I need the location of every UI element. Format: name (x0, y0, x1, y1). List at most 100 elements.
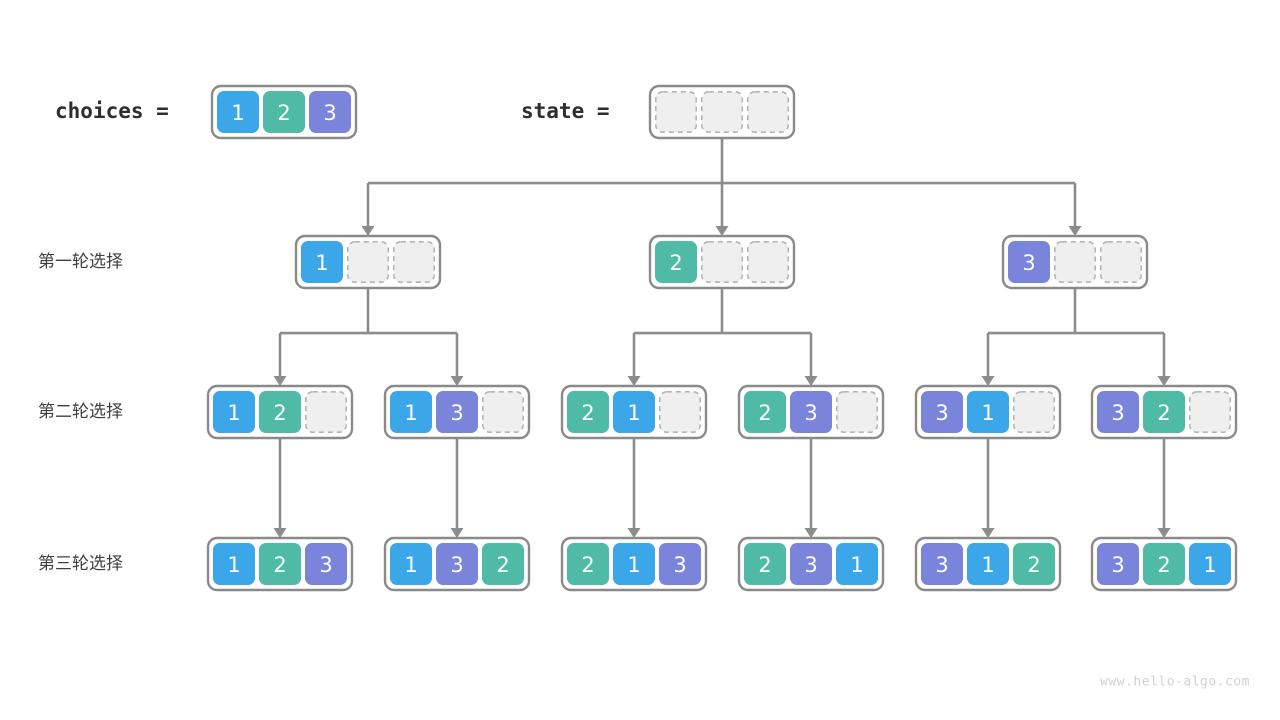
cell-value: 2 (758, 401, 771, 425)
cell-value: 2 (1027, 553, 1040, 577)
value-cell (921, 543, 963, 585)
cell-value: 2 (581, 401, 594, 425)
value-cell (1008, 241, 1050, 283)
cell-value: 2 (277, 101, 290, 125)
row-label-round3: 第三轮选择 (38, 554, 123, 574)
cell-value: 1 (981, 401, 994, 425)
state-variable-label: state = (521, 99, 610, 123)
empty-cell (1012, 390, 1055, 433)
value-cell (436, 391, 478, 433)
value-cell (482, 543, 524, 585)
text-layer: choices = state = 第一轮选择 第二轮选择 第三轮选择 www.… (38, 99, 1250, 690)
cell-value: 3 (1022, 251, 1035, 275)
arrow-head (273, 376, 287, 386)
cell-value: 3 (1111, 401, 1124, 425)
value-cell (1097, 543, 1139, 585)
cell-value: 3 (673, 553, 686, 577)
arrow-head (361, 226, 375, 236)
value-cell (390, 543, 432, 585)
value-cell (305, 543, 347, 585)
value-cell (967, 543, 1009, 585)
cell-value: 1 (627, 401, 640, 425)
empty-cell (481, 390, 524, 433)
value-cell (744, 391, 786, 433)
value-cell (259, 543, 301, 585)
cell-value: 2 (1157, 553, 1170, 577)
cell-value: 3 (450, 553, 463, 577)
value-cell (263, 91, 305, 133)
state-node-n1: 1 (294, 234, 442, 290)
value-cell (1143, 391, 1185, 433)
empty-cell (658, 390, 701, 433)
state-node-n2: 2 (648, 234, 796, 290)
cell-value: 2 (758, 553, 771, 577)
arrow-head (1068, 226, 1082, 236)
cell-value: 2 (273, 553, 286, 577)
state-node-n311: 3 1 2 (914, 536, 1062, 592)
value-cell (567, 543, 609, 585)
empty-cell (700, 241, 743, 284)
row-label-round2: 第二轮选择 (38, 402, 123, 422)
empty-cell (346, 241, 389, 284)
cell-value: 3 (323, 101, 336, 125)
value-cell (213, 543, 255, 585)
arrow-head (450, 376, 464, 386)
value-cell (390, 391, 432, 433)
arrow-head (804, 528, 818, 538)
empty-cell (1189, 390, 1232, 433)
arrow-head (273, 528, 287, 538)
value-cell (659, 543, 701, 585)
connector-layer (273, 138, 1171, 538)
empty-cell (746, 241, 789, 284)
cell-value: 2 (669, 251, 682, 275)
value-cell (744, 543, 786, 585)
cell-value: 3 (935, 401, 948, 425)
cell-value: 1 (981, 553, 994, 577)
value-cell (790, 391, 832, 433)
empty-cell (654, 91, 697, 134)
cell-value: 1 (227, 553, 240, 577)
cell-value: 3 (319, 553, 332, 577)
cell-value: 2 (1157, 401, 1170, 425)
cell-value: 1 (227, 401, 240, 425)
arrow-head (627, 376, 641, 386)
value-cell (1189, 543, 1231, 585)
value-cell (967, 391, 1009, 433)
arrow-head (627, 528, 641, 538)
value-cell (436, 543, 478, 585)
cell-value: 2 (273, 401, 286, 425)
value-cell (655, 241, 697, 283)
value-cell (1013, 543, 1055, 585)
arrow-head (450, 528, 464, 538)
value-cell (790, 543, 832, 585)
value-cell (613, 391, 655, 433)
arrow-head (715, 226, 729, 236)
cell-value: 1 (404, 553, 417, 577)
empty-cell (1100, 241, 1143, 284)
state-array-box (648, 84, 796, 140)
state-node-n121: 1 3 2 (383, 536, 531, 592)
cell-value: 3 (1111, 553, 1124, 577)
empty-cell (304, 390, 347, 433)
value-cell (217, 91, 259, 133)
value-cell (921, 391, 963, 433)
row-label-round1: 第一轮选择 (38, 252, 123, 272)
value-cell (836, 543, 878, 585)
arrow-head (981, 376, 995, 386)
cell-value: 3 (935, 553, 948, 577)
value-cell (613, 543, 655, 585)
state-node-n111: 1 2 3 (206, 536, 354, 592)
cell-value: 2 (496, 553, 509, 577)
